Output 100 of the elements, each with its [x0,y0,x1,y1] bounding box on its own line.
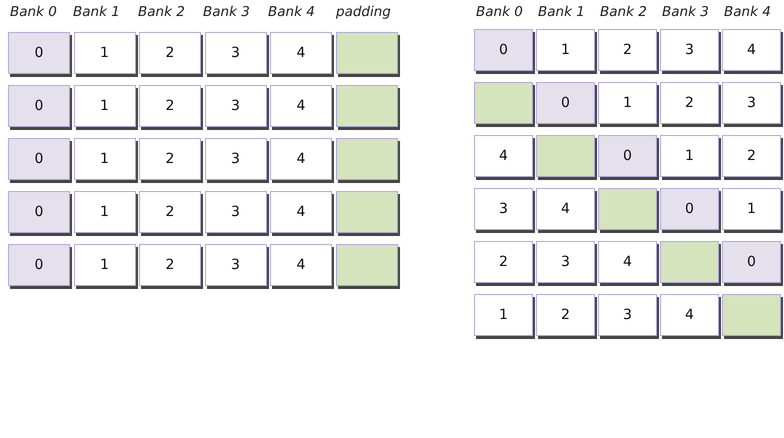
bank-cell [536,82,595,124]
cell-value: 0 [747,254,756,270]
cell-value: 2 [166,257,174,273]
bank-cell [660,29,719,71]
bank-cell [722,135,781,177]
cell-value: 1 [100,45,109,61]
cell-value: 2 [623,42,632,58]
bank-cell [722,82,781,124]
bank-cell [74,138,136,180]
bank-cell [598,82,657,124]
cell-value: 0 [685,201,694,217]
bank-cell [474,29,533,71]
bank-cell [204,138,266,180]
padding-cell [336,138,398,180]
bank-cell [139,32,201,74]
cell-value: 1 [100,151,109,167]
bank-cell [270,191,332,233]
bank-cell [598,135,657,177]
padding-cell [660,241,719,283]
bank-cell [270,32,332,74]
padding-cell [536,135,595,177]
bank-cell [598,241,657,283]
cell-value: 2 [166,45,174,61]
bank-cell [598,294,657,336]
column-header: Bank 4 [268,4,315,20]
cell-value: 1 [685,148,694,164]
bank-cell [536,188,595,230]
cell-value: 1 [561,42,570,58]
cell-value: 4 [296,257,306,273]
bank-cell [8,32,70,74]
cell-value: 0 [561,95,570,111]
column-header: Bank 1 [73,4,120,20]
cell-value: 1 [499,307,508,323]
cell-value: 3 [685,42,694,58]
padding-cell [474,82,533,124]
padding-cell [336,32,398,74]
bank-cell [474,241,533,283]
bank-cell [204,32,266,74]
cell-value: 4 [296,98,306,114]
column-header: Bank 2 [138,4,185,20]
bank-cell [74,32,136,74]
cell-value: 3 [231,98,240,114]
bank-cell [204,191,266,233]
cell-value: 0 [623,148,632,164]
bank-cell [8,85,70,127]
cell-value: 2 [166,98,174,114]
cell-value: 2 [685,95,694,111]
bank-cell [8,138,70,180]
padding-cell [336,85,398,127]
cell-value: 3 [231,45,240,61]
cell-value: 0 [34,45,44,61]
bank-cell [660,294,719,336]
cell-value: 4 [296,45,306,61]
bank-cell [204,85,266,127]
cell-value: 2 [499,254,508,270]
cell-value: 1 [100,98,109,114]
bank-cell [722,29,781,71]
bank-cell [139,191,201,233]
bank-cell [74,244,136,286]
bank-cell [474,294,533,336]
bank-cell [722,241,781,283]
column-header: Bank 3 [203,4,250,20]
bank-cell [139,244,201,286]
cell-value: 4 [747,42,756,58]
cell-value: 0 [34,257,44,273]
cell-value: 3 [561,254,570,270]
column-header: Bank 4 [724,4,771,20]
bank-cell [74,85,136,127]
cell-value: 3 [231,151,240,167]
column-header: Bank 3 [662,4,709,20]
cell-value: 4 [561,201,570,217]
bank-cell [204,244,266,286]
bank-cell [598,29,657,71]
cell-value: 1 [747,201,756,217]
bank-cell [536,241,595,283]
bank-cell [139,85,201,127]
cell-value: 3 [623,307,632,323]
cell-value: 2 [166,151,174,167]
bank-cell [8,244,70,286]
cell-value: 2 [561,307,570,323]
cell-value: 4 [499,148,508,164]
bank-cell [660,135,719,177]
bank-cell [722,188,781,230]
bank-cell [474,188,533,230]
column-header: Bank 0 [10,4,57,20]
cell-value: 3 [231,204,240,220]
bank-cell [536,29,595,71]
cell-value: 0 [34,98,44,114]
padding-cell [336,191,398,233]
cell-value: 4 [623,254,632,270]
padding-cell [598,188,657,230]
cell-value: 2 [747,148,756,164]
column-header: Bank 1 [538,4,585,20]
bank-cell [536,294,595,336]
cell-value: 3 [231,257,240,273]
cell-value: 1 [623,95,632,111]
bank-cell [270,244,332,286]
cell-value: 4 [296,151,306,167]
bank-cell [660,82,719,124]
cell-value: 0 [34,204,44,220]
